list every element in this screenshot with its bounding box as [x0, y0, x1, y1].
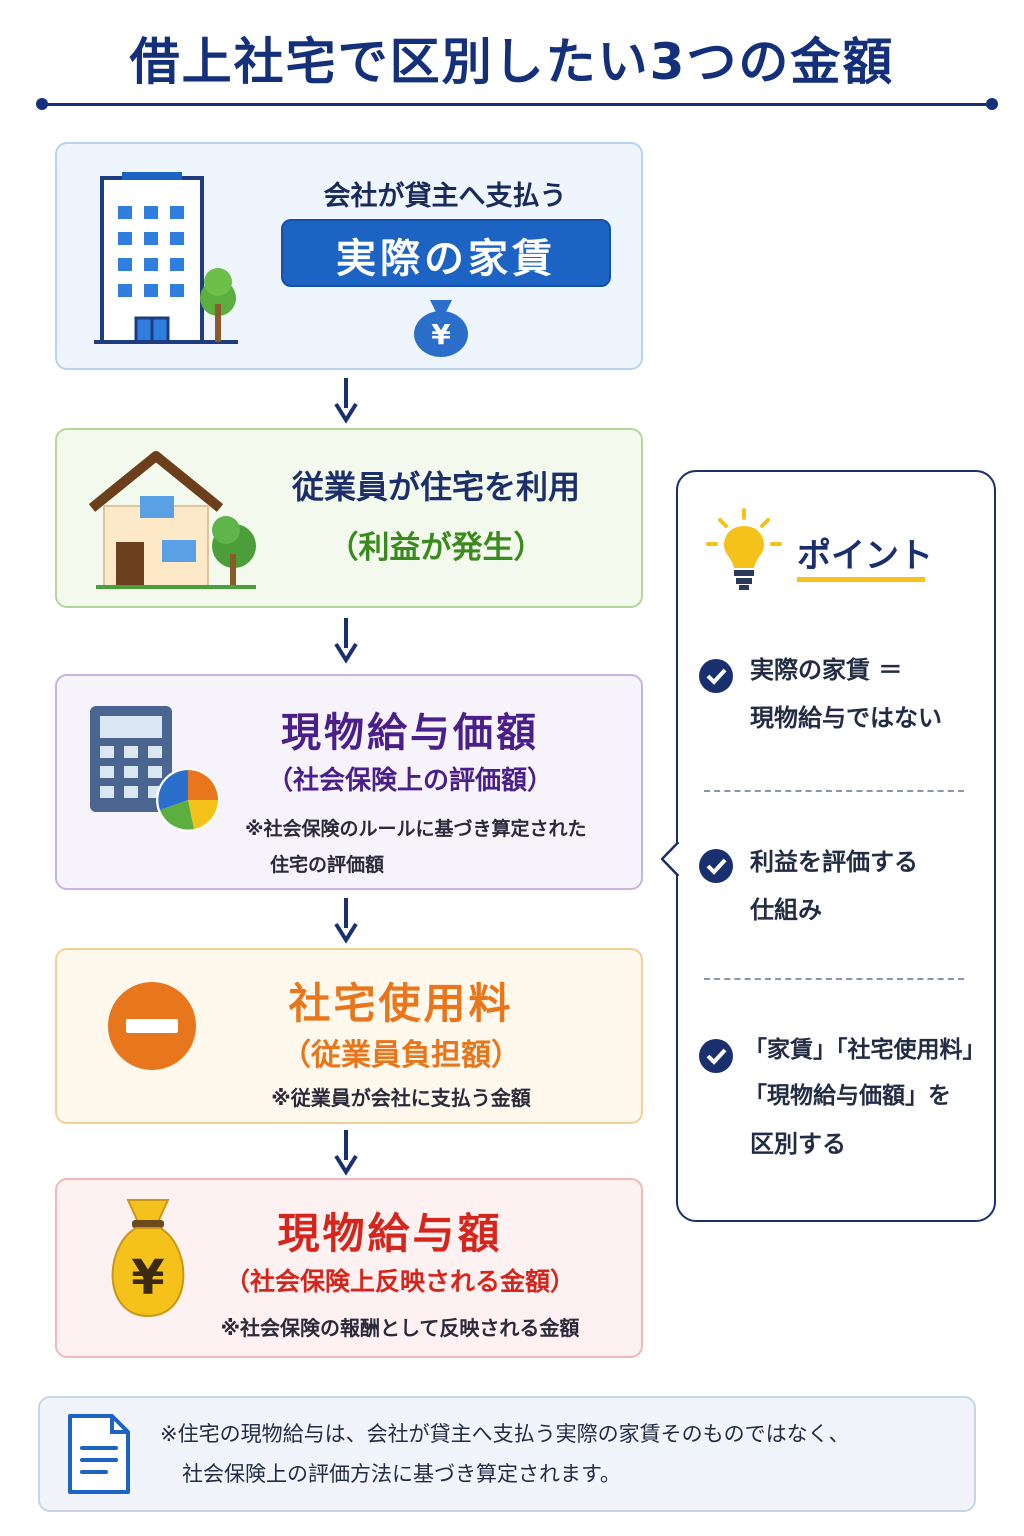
step3-subtitle: （社会保険上の評価額） [266, 766, 553, 796]
lightbulb-icon [706, 508, 782, 590]
step2-title: 従業員が住宅を利用 [291, 468, 580, 506]
point-item1-line1: 実際の家賃 ＝ [750, 656, 903, 684]
rule-dot-right [986, 98, 998, 110]
calculator-chart-icon [90, 706, 220, 832]
point-separator-2 [704, 978, 964, 980]
point-heading-underline [797, 577, 925, 582]
step4-subtitle: （従業員負担額） [281, 1038, 521, 1073]
office-building-icon [94, 172, 238, 344]
point-item1-line2: 現物給与ではない [750, 704, 942, 732]
flow-arrow-3 [334, 898, 358, 944]
point-item3-line1: 「家賃」「社宅使用料」 [744, 1037, 986, 1063]
point-panel-pointer [661, 842, 695, 876]
step4-title: 社宅使用料 [288, 979, 514, 1028]
point-heading: ポイント [797, 536, 933, 576]
step5-note: ※社会保険の報酬として反映される金額 [220, 1316, 580, 1340]
step3-note-line2: 住宅の評価額 [270, 854, 385, 876]
page-title: 借上社宅で区別したい3つの金額 [129, 33, 895, 91]
step5-title: 現物給与額 [277, 1209, 503, 1258]
step4-note: ※従業員が会社に支払う金額 [271, 1086, 531, 1110]
yen-bag-icon: ¥ [414, 300, 468, 357]
point-item3-line2: 「現物給与価額」を [744, 1083, 951, 1109]
point-item2-line2: 仕組み [750, 896, 822, 924]
footer-line2: 社会保険上の評価方法に基づき算定されます。 [182, 1462, 621, 1486]
footer-note [38, 1396, 976, 1512]
flow-arrow-4 [334, 1130, 358, 1176]
flow-arrow-2 [334, 618, 358, 664]
actual-rent-label-box [281, 219, 611, 287]
point-separator-1 [704, 790, 964, 792]
house-icon [88, 451, 256, 589]
step1-subtitle: 会社が貸主へ支払う [323, 181, 567, 212]
flow-arrow-1 [334, 378, 358, 424]
point-item3-line3: 区別する [750, 1130, 846, 1158]
yen-money-bag-icon: ¥ [111, 1199, 185, 1318]
step5-subtitle: （社会保険上反映される金額） [224, 1267, 575, 1296]
title-rule [40, 103, 992, 106]
check-circle-icon [699, 659, 733, 693]
svg-text:¥: ¥ [131, 1250, 164, 1306]
actual-rent-label: 実際の家賃 [336, 236, 556, 282]
check-circle-icon [699, 849, 733, 883]
step3-note-line1: ※社会保険のルールに基づき算定された [245, 818, 587, 840]
point-panel [676, 470, 996, 1222]
footer-line1: ※住宅の現物給与は、会社が貸主へ支払う実際の家賃そのものではなく、 [160, 1422, 850, 1446]
svg-text:¥: ¥ [431, 318, 451, 351]
step2-subtitle: （利益が発生） [327, 530, 545, 566]
point-item2-line1: 利益を評価する [750, 848, 918, 876]
step3-title: 現物給与価額 [281, 710, 539, 756]
minus-circle-icon [108, 982, 196, 1070]
check-circle-icon [699, 1039, 733, 1073]
document-icon [68, 1414, 130, 1494]
